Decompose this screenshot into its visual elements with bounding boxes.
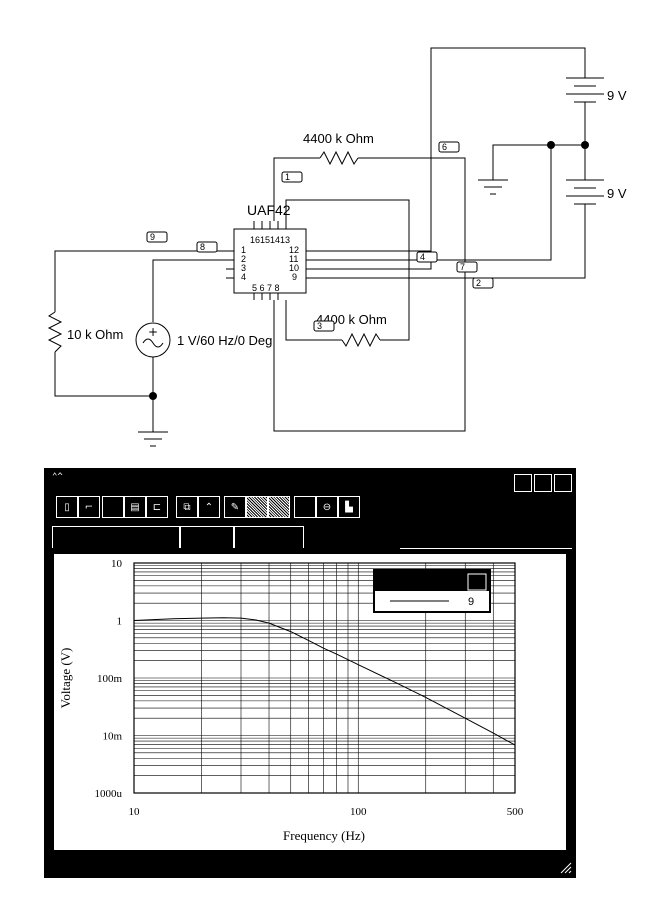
svg-text:1: 1 (285, 172, 290, 182)
node-box-2[interactable] (472, 277, 494, 289)
y-tick-label: 10 (111, 558, 123, 570)
close-button[interactable] (554, 474, 572, 492)
battery-bottom-label: 9 V (607, 186, 627, 201)
legend-entry: 9 (468, 596, 474, 608)
system-menu-icon[interactable]: ⌃^ (52, 472, 63, 482)
plot-frame (133, 562, 516, 794)
svg-text:+: + (148, 325, 158, 339)
svg-text:4: 4 (241, 272, 246, 282)
ic-label: UAF42 (247, 202, 291, 218)
x-tick-label: 500 (507, 806, 524, 818)
node-box-3[interactable] (313, 320, 335, 332)
zoom-icon[interactable]: ⊖ (316, 496, 338, 518)
x-tick-label: 10 (129, 806, 141, 818)
svg-text:2: 2 (241, 254, 246, 264)
legend-toggle-icon[interactable] (246, 496, 268, 518)
y-tick-label: 1000u (95, 788, 123, 800)
y-tick-label: 1 (117, 616, 123, 628)
battery-top-label: 9 V (607, 88, 627, 103)
zoom-fit-icon[interactable] (294, 496, 316, 518)
resistor-left-label: 10 k Ohm (67, 327, 123, 342)
export-icon[interactable]: ⊏ (146, 496, 168, 518)
node-box-7[interactable] (456, 261, 478, 273)
svg-text:2: 2 (476, 278, 481, 288)
frequency-response-chart: 1000u 10m 100m 1 10 10 100 500 Frequency (Hz) V… (58, 558, 524, 843)
circuit-schematic: + UAF42 16151413 5 6 7 8 1 2 3 4 12 11 1… (47, 47, 627, 447)
plot-panel: 1000u 10m 100m 1 10 10 100 500 Frequency (Hz) V… (54, 554, 566, 850)
print-icon[interactable]: ▤ (124, 496, 146, 518)
svg-text:6: 6 (442, 142, 447, 152)
properties-icon[interactable]: ▙ (338, 496, 360, 518)
y-tick-label: 100m (97, 673, 123, 685)
tab-2[interactable] (180, 526, 234, 548)
svg-text:7: 7 (460, 262, 465, 272)
node-box-4[interactable] (416, 251, 438, 263)
svg-text:8: 8 (200, 242, 205, 252)
resistor-top-label: 4400 k Ohm (303, 131, 374, 146)
new-icon[interactable]: ▯ (56, 496, 78, 518)
ic-top-pins: 16151413 (250, 235, 290, 245)
save-icon[interactable] (102, 496, 124, 518)
grid-toggle-icon[interactable]: ✎ (224, 496, 246, 518)
svg-text:9: 9 (150, 232, 155, 242)
svg-text:4: 4 (420, 252, 425, 262)
series-line-9 (133, 617, 516, 746)
tab-3[interactable] (234, 526, 304, 548)
maximize-button[interactable] (534, 474, 552, 492)
svg-text:11: 11 (289, 254, 298, 264)
open-icon[interactable]: ⌐ (78, 496, 100, 518)
tab-1[interactable] (52, 526, 180, 548)
tab-strip (48, 526, 572, 550)
x-axis-label: Frequency (Hz) (283, 828, 365, 843)
source-label: 1 V/60 Hz/0 Deg (177, 333, 272, 348)
svg-text:10: 10 (289, 263, 299, 273)
node-box-1[interactable] (281, 171, 303, 183)
node-box-8[interactable] (196, 241, 218, 253)
y-axis-label: Voltage (V) (58, 648, 73, 709)
paste-icon[interactable]: ⌃ (198, 496, 220, 518)
title-bar[interactable]: ⌃^ (44, 468, 576, 492)
node-box-9[interactable] (146, 231, 168, 243)
cursor-toggle-icon[interactable] (268, 496, 290, 518)
toolbar: ▯ ⌐ ▤ ⊏ ⧉ ⌃ ✎ ⊖ ▙ (48, 494, 572, 522)
svg-text:3: 3 (241, 263, 246, 273)
svg-text:9: 9 (292, 272, 297, 282)
node-box-6[interactable] (438, 141, 460, 153)
svg-text:12: 12 (289, 245, 299, 255)
x-tick-label: 100 (350, 806, 367, 818)
svg-text:3: 3 (317, 321, 322, 331)
minimize-button[interactable] (514, 474, 532, 492)
ic-bottom-pins: 5 6 7 8 (252, 283, 280, 293)
y-tick-label: 10m (102, 731, 122, 743)
copy-icon[interactable]: ⧉ (176, 496, 198, 518)
svg-text:1: 1 (241, 245, 246, 255)
legend-box[interactable]: 9 (373, 569, 491, 613)
resize-grip-icon[interactable] (560, 862, 572, 874)
